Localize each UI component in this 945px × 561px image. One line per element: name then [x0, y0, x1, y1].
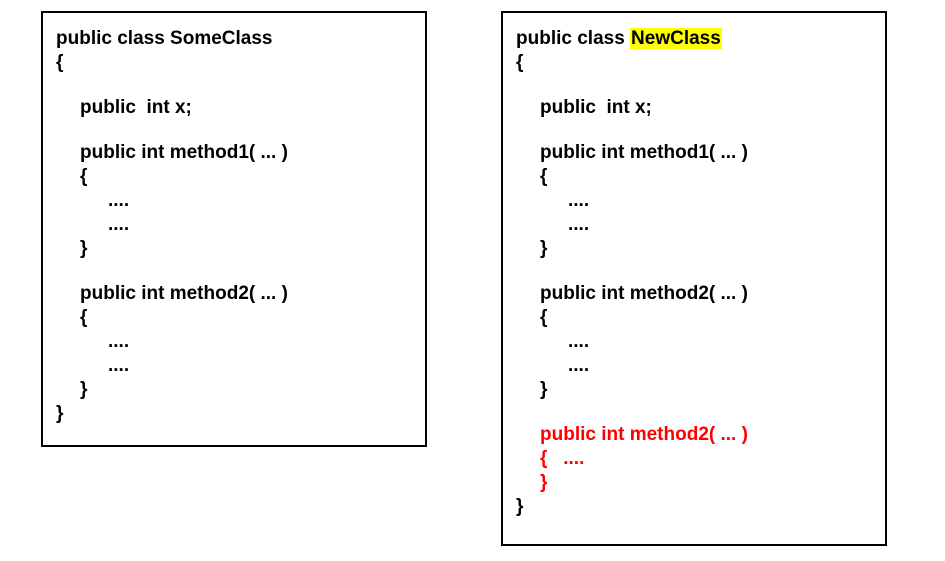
- code-line: { ....: [540, 448, 585, 469]
- code-line: {: [80, 307, 88, 328]
- code-line: {: [540, 307, 548, 328]
- code-line: {: [56, 52, 64, 73]
- code-line: public int method1( ... ): [80, 142, 288, 163]
- code-line: {: [540, 166, 548, 187]
- code-line: ....: [108, 190, 130, 211]
- code-line: ....: [568, 190, 590, 211]
- code-line: {: [516, 52, 524, 73]
- code-line: public int method2( ... ): [80, 283, 288, 304]
- code-line: ....: [568, 214, 590, 235]
- code-line: public class SomeClass: [56, 28, 273, 49]
- code-line: }: [56, 403, 64, 424]
- new-class-box: public class NewClass { public int x; publ…: [501, 11, 887, 546]
- code-line: ....: [108, 214, 130, 235]
- code-line: ....: [568, 331, 590, 352]
- code-line: public int method1( ... ): [540, 142, 748, 163]
- code-line: public int method2( ... ): [540, 424, 748, 445]
- code-line: }: [540, 379, 548, 400]
- code-line: public int method2( ... ): [540, 283, 748, 304]
- code-line: }: [80, 379, 88, 400]
- code-line: }: [516, 496, 524, 517]
- code-line: ....: [108, 331, 130, 352]
- original-class-code: public class SomeClass { public int x; publ…: [43, 13, 425, 426]
- code-line: ....: [568, 355, 590, 376]
- original-class-box: public class SomeClass { public int x; publ…: [41, 11, 427, 447]
- code-line: }: [540, 472, 548, 493]
- code-line: }: [540, 238, 548, 259]
- class-name-highlight: NewClass: [630, 28, 722, 49]
- code-line: public int x;: [540, 97, 652, 118]
- new-class-code: public class NewClass { public int x; publ…: [503, 13, 885, 519]
- code-line: }: [80, 238, 88, 259]
- class-declaration-prefix: public class: [516, 28, 631, 49]
- code-line: {: [80, 166, 88, 187]
- code-line: public int x;: [80, 97, 192, 118]
- code-line: ....: [108, 355, 130, 376]
- class-declaration-line: public class NewClass: [503, 27, 885, 51]
